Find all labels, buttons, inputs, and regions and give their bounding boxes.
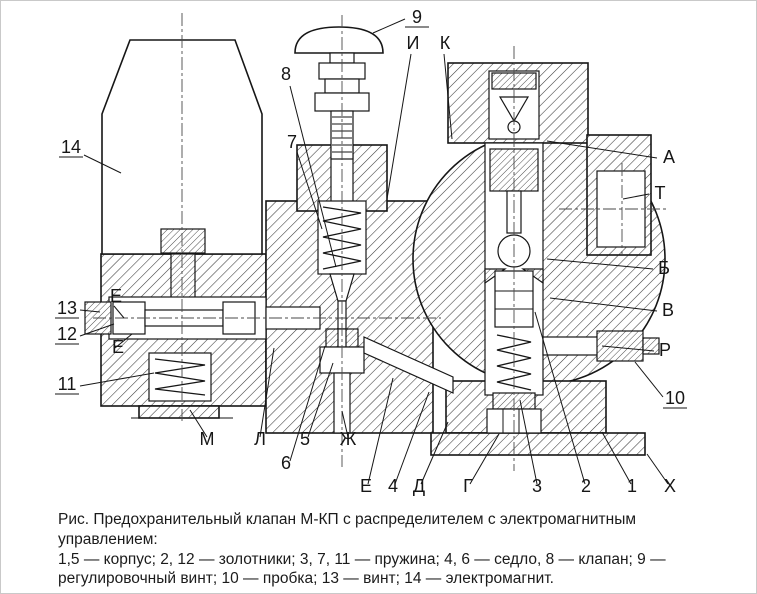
leader-line	[534, 311, 586, 485]
leader-line	[79, 323, 115, 337]
leader-line	[519, 399, 538, 485]
leader-line	[386, 53, 412, 200]
leader-line	[546, 258, 654, 270]
diagram-label-2: 2	[581, 476, 591, 496]
diagram-label-12: 12	[57, 324, 77, 344]
leader-line	[394, 391, 430, 485]
diagram-label-3: 3	[532, 476, 542, 496]
leader-line	[83, 154, 122, 174]
leader-line	[79, 309, 101, 313]
diagram-label-9: 9	[412, 7, 422, 27]
leader-line	[646, 453, 669, 485]
spring-7	[322, 206, 362, 270]
leader-line	[296, 151, 323, 230]
diagram-label-14: 14	[61, 137, 81, 157]
leader-line	[601, 431, 632, 485]
plug-10-tip	[642, 337, 660, 355]
leader-line	[113, 305, 125, 319]
diagonal-passage	[363, 336, 454, 394]
leader-line	[443, 53, 453, 140]
knob-9	[294, 26, 384, 54]
diagram-label-6: 6	[281, 453, 291, 473]
diagram-label-Ж: Ж	[340, 429, 357, 449]
diagram-label-Х: Х	[664, 476, 676, 496]
diagram-label-1: 1	[627, 476, 637, 496]
left-housing-foot	[138, 405, 220, 419]
leader-line	[372, 18, 406, 34]
diagram-label-10: 10	[665, 388, 685, 408]
leader-line	[114, 333, 133, 349]
leader-line	[546, 140, 658, 159]
centerlines	[93, 13, 667, 471]
figure-caption-body: 1,5 — корпус; 2, 12 — золотники; 3, 7, 1…	[58, 550, 666, 588]
electromagnet-core	[160, 228, 206, 254]
diagram-label-8: 8	[281, 64, 291, 84]
leader-line	[289, 85, 337, 268]
diagram-label-К: К	[440, 33, 451, 53]
diagram-label-Т: Т	[655, 183, 666, 203]
diagram-label-13: 13	[57, 298, 77, 318]
diagram-label-Б: Б	[658, 258, 670, 278]
diagram-label-7: 7	[287, 132, 297, 152]
leader-line	[289, 345, 326, 462]
diagram-label-Р: Р	[659, 340, 671, 360]
diagram-label-В: В	[662, 300, 674, 320]
diagram-label-Г: Г	[463, 476, 473, 496]
figure-caption-title: Рис. Предохранительный клапан М-КП с рас…	[58, 511, 637, 548]
leader-line	[307, 362, 334, 438]
leader-line	[341, 410, 349, 438]
leader-line	[367, 377, 394, 485]
diagram-label-Е: Е	[112, 337, 124, 357]
leader-line	[79, 372, 155, 387]
spring-11	[154, 358, 206, 396]
diagram-label-Е: Е	[360, 476, 372, 496]
adjusting-screw-assembly	[294, 26, 384, 212]
diagram-label-Л: Л	[254, 429, 266, 449]
leader-line	[622, 193, 650, 200]
diagram-label-11: 11	[58, 374, 77, 394]
leader-line	[259, 347, 275, 438]
figure-caption: Рис. Предохранительный клапан М-КП с рас…	[1, 503, 756, 589]
diagram-label-Е: Е	[110, 286, 122, 306]
leader-line	[549, 297, 658, 312]
leader-line	[634, 361, 664, 398]
leader-line	[189, 409, 208, 438]
leader-line	[420, 421, 449, 485]
port-P-passage	[542, 336, 600, 356]
diagram-label-А: А	[663, 147, 675, 167]
diagram-label-И: И	[407, 33, 420, 53]
diagram-label-Д: Д	[413, 476, 425, 496]
leader-line	[601, 345, 655, 352]
diagram-label-4: 4	[388, 476, 398, 496]
diagram-label-М: М	[200, 429, 215, 449]
diagram-label-5: 5	[300, 429, 310, 449]
leader-line	[469, 433, 500, 485]
